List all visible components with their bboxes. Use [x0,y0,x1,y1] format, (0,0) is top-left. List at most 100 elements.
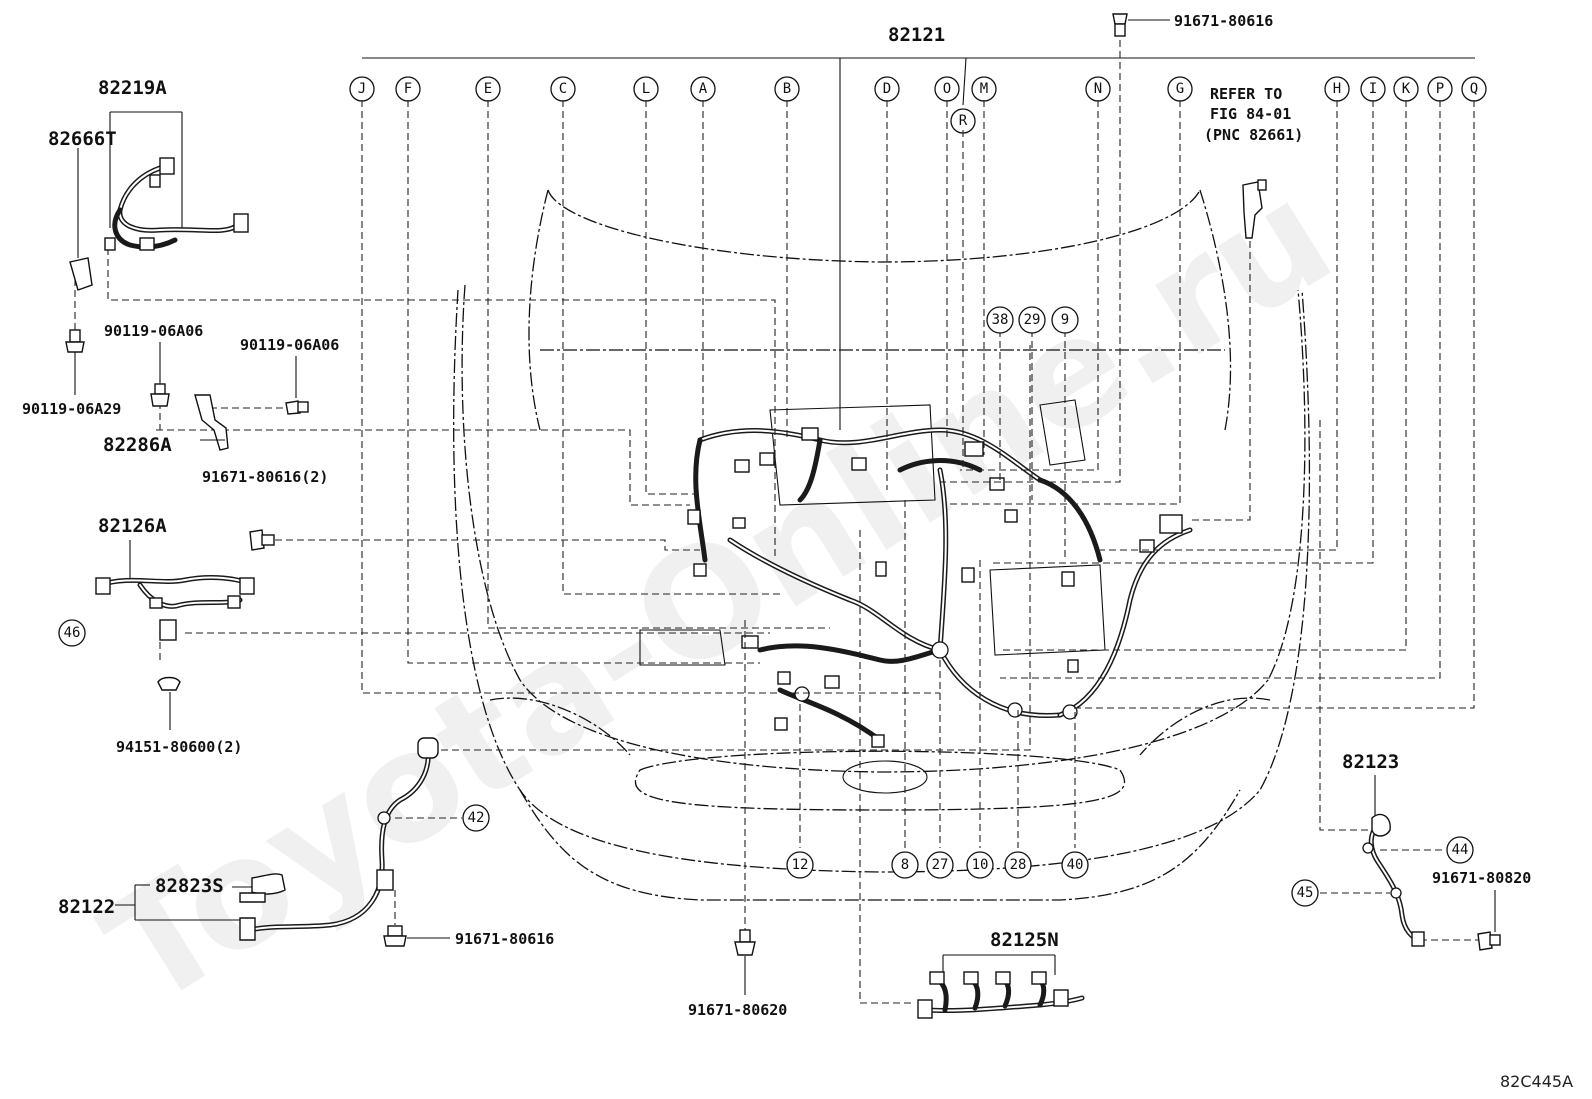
connector-callout-h: H [1324,76,1350,102]
connector-callout-a: A [690,76,716,102]
point-callout-27: 27 [926,851,954,879]
svg-text:J: J [358,81,366,97]
part-label-82121: 82121 [888,24,945,46]
connector-callout-q: Q [1461,76,1487,102]
part-label-91671-80616-bottom: 91671-80616 [455,930,554,948]
svg-text:M: M [980,81,988,97]
connector-callout-d: D [874,76,900,102]
refer-note-line1: REFER TO [1210,85,1282,103]
svg-text:F: F [404,81,412,97]
point-callout-8: 8 [891,851,919,879]
connector-callout-o: O [934,76,960,102]
part-label-91671-80620: 91671-80620 [688,1001,787,1019]
connector-callout-l: L [633,76,659,102]
bracket-82286A [194,394,229,451]
part-label-82125N: 82125N [990,929,1059,951]
point-callout-10: 10 [966,851,994,879]
svg-text:38: 38 [992,312,1009,328]
svg-text:C: C [559,81,567,97]
point-callout-9: 9 [1051,306,1079,334]
part-label-91671-80820: 91671-80820 [1432,869,1531,887]
connector-callout-g: G [1167,76,1193,102]
connector-callout-e: E [475,76,501,102]
point-callout-12: 12 [786,851,814,879]
refer-note-line3: (PNC 82661) [1204,126,1303,144]
svg-text:B: B [783,81,791,97]
harness-82123 [1362,775,1501,951]
svg-text:K: K [1402,81,1411,97]
part-label-82823S: 82823S [155,875,224,897]
reference-bracket [1242,179,1267,239]
connector-callout-j: J [349,76,375,102]
bolt-icon [249,529,275,551]
harness-82219A [69,111,249,291]
svg-text:45: 45 [1297,885,1314,901]
bolt-icon [1112,13,1170,37]
svg-text:44: 44 [1452,842,1469,858]
svg-text:D: D [883,81,891,97]
bolt-icon [150,383,309,415]
part-label-91671-80616-2: 91671-80616(2) [202,468,328,486]
svg-text:9: 9 [1061,312,1069,328]
svg-text:40: 40 [1067,857,1084,873]
part-label-94151-80600-2: 94151-80600(2) [116,738,242,756]
point-callout-44: 44 [1446,836,1474,864]
svg-text:42: 42 [468,810,485,826]
harness-82122 [115,737,450,947]
point-callout-40: 40 [1061,851,1089,879]
part-label-82666T: 82666T [48,128,117,150]
part-label-90119-06A06-right: 90119-06A06 [240,336,339,354]
point-callout-29: 29 [1018,306,1046,334]
leader-lines [74,40,1478,1004]
connector-callout-n: N [1085,76,1111,102]
point-number-callouts: 38 29 9 12 8 27 10 28 40 46 42 44 45 [58,306,1474,907]
point-callout-28: 28 [1004,851,1032,879]
svg-text:28: 28 [1010,857,1027,873]
connector-callout-k: K [1393,76,1419,102]
svg-text:12: 12 [792,857,809,873]
part-label-90119-06A06-left: 90119-06A06 [104,322,203,340]
connector-callout-c: C [550,76,576,102]
harness-82126A [95,540,255,730]
vehicle-front-outline [453,189,1311,901]
svg-text:E: E [484,81,492,97]
svg-text:46: 46 [64,625,81,641]
svg-text:10: 10 [972,857,989,873]
svg-text:29: 29 [1024,312,1041,328]
svg-text:Q: Q [1470,81,1478,97]
svg-text:27: 27 [932,857,949,873]
svg-text:G: G [1176,81,1184,97]
refer-note-line2: FIG 84-01 [1210,105,1291,123]
part-label-91671-80616-top: 91671-80616 [1174,12,1273,30]
svg-text:R: R [959,113,968,129]
bolt-icon [65,329,85,395]
connector-callout-i: I [1360,76,1386,102]
svg-text:H: H [1333,81,1341,97]
point-callout-38: 38 [986,306,1014,334]
figure-code: 82C445A [1500,1072,1573,1091]
svg-text:P: P [1436,81,1444,97]
connector-callout-m: M [971,76,997,102]
svg-text:N: N [1094,81,1102,97]
connector-callout-r: R [950,108,976,134]
bolt-icon [734,929,756,995]
point-callout-46: 46 [58,619,86,647]
connector-letter-callouts: J F E C L A B D O MR N G H I K P Q [349,76,1487,134]
svg-text:O: O [943,81,951,97]
part-label-82286A: 82286A [103,434,172,456]
svg-text:L: L [642,81,650,97]
harness-82125N [917,954,1085,1019]
connector-callout-b: B [774,76,800,102]
part-label-82219A: 82219A [98,77,167,99]
connector-callout-p: P [1427,76,1453,102]
point-callout-42: 42 [462,804,490,832]
main-harness-82121 [687,427,1193,748]
connector-callout-f: F [395,76,421,102]
part-label-82122: 82122 [58,896,115,918]
part-label-82126A: 82126A [98,515,167,537]
svg-text:8: 8 [901,857,909,873]
point-callout-45: 45 [1291,879,1319,907]
svg-text:I: I [1369,81,1377,97]
letter-callout-bracket [362,57,1475,430]
